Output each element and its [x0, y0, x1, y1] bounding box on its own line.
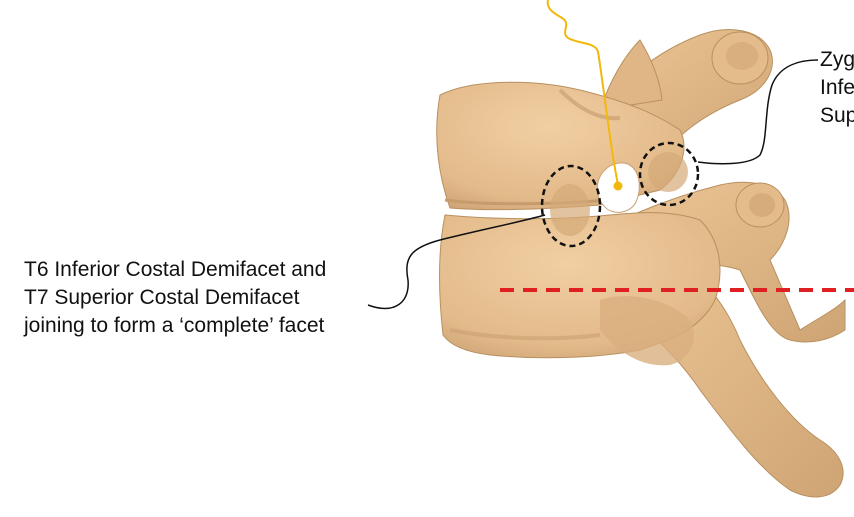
- zygapophyseal-label-line-2: Infe: [820, 76, 854, 99]
- costal-facet-label-line-2: T7 Superior Costal Demifacet: [24, 286, 300, 309]
- zygapophyseal-label-line-3: Sup: [820, 104, 854, 127]
- costal-facet-circle: [540, 164, 602, 248]
- yellow-pointer-line: [546, 0, 619, 187]
- costal-facet-label-line-3: joining to form a ‘complete’ facet: [24, 314, 325, 337]
- zygapophyseal-label: Zyg Infe Sup: [820, 46, 854, 130]
- zygapophyseal-label-line-1: Zyg: [820, 48, 854, 71]
- costal-facet-leader-line: [367, 214, 546, 310]
- costal-facet-label-line-1: T6 Inferior Costal Demifacet and: [24, 258, 327, 281]
- costal-facet-label: T6 Inferior Costal Demifacet and T7 Supe…: [24, 256, 326, 340]
- zygapophyseal-joint-circle: [638, 141, 700, 207]
- yellow-pointer-dot: [613, 181, 623, 191]
- spinous-tip-upper: [599, 39, 663, 111]
- zygapophyseal-leader-line: [697, 59, 819, 165]
